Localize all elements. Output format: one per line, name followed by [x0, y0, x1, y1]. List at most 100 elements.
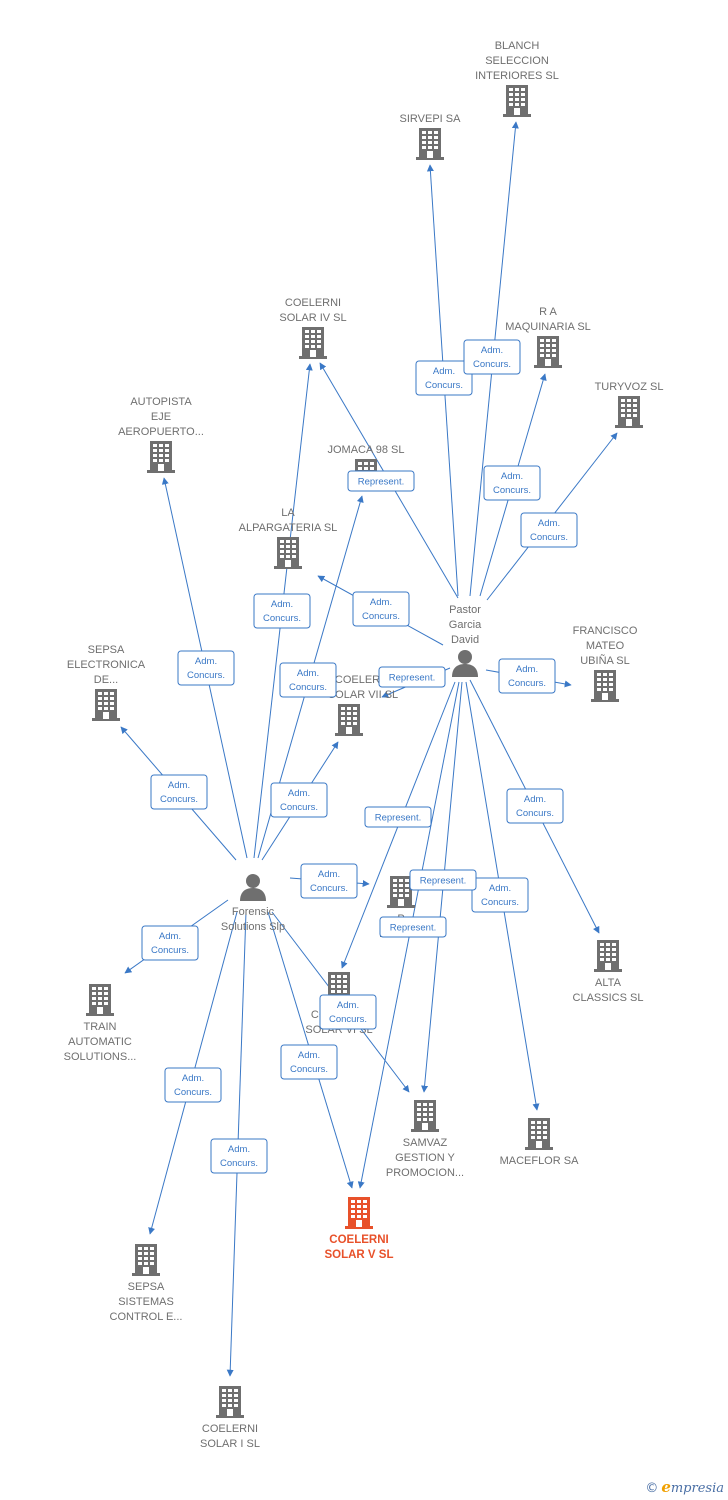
edge-label-text: Adm. — [288, 788, 310, 799]
edge-label-box — [409, 869, 477, 891]
edge-label-pastor-alta[interactable]: Adm.Concurs. — [506, 788, 564, 824]
edge-label-text: Adm. — [489, 883, 511, 894]
edge-label-box — [150, 774, 208, 810]
node-train[interactable]: TRAINAUTOMATICSOLUTIONS... — [64, 984, 137, 1063]
edge-label-pastor-turyvoz[interactable]: Adm.Concurs. — [520, 512, 578, 548]
edge-label-text: Concurs. — [160, 794, 198, 805]
node-autopista[interactable]: AUTOPISTA EJE AEROPUERTO... — [118, 396, 204, 473]
node-label: AUTOMATIC — [68, 1036, 132, 1048]
edge-label-text: Adm. — [228, 1144, 250, 1155]
edge-label-text: Adm. — [501, 471, 523, 482]
edge-label-forensic-samvaz[interactable]: Adm.Concurs. — [319, 994, 377, 1030]
edge-label-text: Concurs. — [425, 380, 463, 391]
edge-label-box — [319, 994, 377, 1030]
node-label: Solutions Slp — [221, 921, 285, 933]
edge-label-text: Concurs. — [516, 808, 554, 819]
edge-label-forensic-p_inde[interactable]: Adm.Concurs. — [300, 863, 358, 899]
edge-label-box — [210, 1138, 268, 1174]
edge-label-text: Concurs. — [220, 1158, 258, 1169]
node-label: AEROPUERTO... — [118, 426, 204, 438]
edge-label-pastor-sirvepi[interactable]: Adm.Concurs. — [415, 360, 473, 396]
node-label: TURYVOZ SL — [595, 381, 664, 393]
edge-label-forensic-coelerni7[interactable]: Adm.Concurs. — [270, 782, 328, 818]
person-icon — [240, 874, 266, 901]
edge-label-text: Concurs. — [530, 532, 568, 543]
node-label: Garcia — [449, 619, 482, 631]
edge-label-box — [300, 863, 358, 899]
edge-label-forensic-autopista[interactable]: Adm. Concurs. — [177, 650, 235, 686]
edge-label-text: Adm. — [195, 656, 217, 667]
edge-label-forensic-train[interactable]: Adm.Concurs. — [141, 925, 199, 961]
edge-label-forensic-sepsa_elec[interactable]: Adm. Concurs. — [150, 774, 208, 810]
edge-label-text: Adm. — [337, 1000, 359, 1011]
edge-label-pastor-blanch[interactable]: Adm.Concurs. — [463, 339, 521, 375]
edge-label-forensic-coelerni1[interactable]: Adm. Concurs. — [210, 1138, 268, 1174]
copyright-symbol: © — [645, 1481, 659, 1496]
node-label: Pastor — [449, 604, 481, 616]
building-icon — [615, 396, 643, 428]
node-label: INTERIORES SL — [475, 70, 559, 82]
edge-label-text: Concurs. — [473, 359, 511, 370]
edge-label-text: Concurs. — [187, 670, 225, 681]
edge-label-pastor-alpargateria[interactable]: Adm.Concurs. — [352, 591, 410, 627]
edge-label-text: Adm. — [516, 664, 538, 675]
node-label: ALTA — [595, 977, 622, 989]
edge-label-forensic-jomaca[interactable]: Adm.Concurs. — [279, 662, 337, 698]
edge-label-pastor-ra[interactable]: Adm.Concurs. — [483, 465, 541, 501]
node-label: EJE — [151, 411, 171, 423]
building-icon — [216, 1386, 244, 1418]
edge-label-pastor-coelerni6[interactable]: Represent. — [364, 806, 432, 828]
edge-label-pastor-coelerni5[interactable]: Represent. — [379, 916, 447, 938]
edge-label-text: Adm. — [168, 780, 190, 791]
node-sirvepi[interactable]: SIRVEPI SA — [400, 113, 462, 160]
edge-label-text: Represent. — [390, 923, 436, 934]
edge-label-text: Concurs. — [174, 1087, 212, 1098]
building-icon — [299, 327, 327, 359]
node-label: COELERNI — [285, 297, 341, 309]
edge-label-forensic-coelerni5[interactable]: Adm.Concurs. — [280, 1044, 338, 1080]
node-label: FRANCISCO — [573, 625, 638, 637]
edge-label-text: Adm. — [318, 869, 340, 880]
edge-label-pastor-coelerni7[interactable]: Represent. — [378, 666, 446, 688]
edge-label-pastor-francisco[interactable]: Adm. Concurs. — [498, 658, 556, 694]
edge-label-text: Represent. — [420, 876, 466, 887]
node-label: AUTOPISTA — [130, 396, 192, 408]
building-icon — [591, 670, 619, 702]
edge-label-forensic-sepsa_sist[interactable]: Adm.Concurs. — [164, 1067, 222, 1103]
node-maceflor[interactable]: MACEFLOR SA — [500, 1118, 580, 1167]
node-label: JOMACA 98 SL — [327, 444, 404, 456]
building-icon — [132, 1244, 160, 1276]
node-turyvoz[interactable]: TURYVOZ SL — [595, 381, 664, 428]
node-label: SELECCION — [485, 55, 549, 67]
node-label: SEPSA — [128, 1281, 165, 1293]
node-label: Forensic — [232, 906, 275, 918]
brand-name: mpresia — [670, 1481, 724, 1496]
edge-label-forensic-coelerni4[interactable]: Adm.Concurs. — [253, 593, 311, 629]
node-jomaca[interactable]: JOMACA 98 SL — [327, 444, 405, 491]
edge-label-text: Adm. — [271, 599, 293, 610]
edge-label-text: Concurs. — [508, 678, 546, 689]
edge-label-box — [471, 877, 529, 913]
node-label: SOLAR VII SL — [328, 689, 398, 701]
edge-label-pastor-samvaz[interactable]: Represent. — [409, 869, 477, 891]
node-label: SIRVEPI SA — [400, 113, 462, 125]
edge-label-pastor-maceflor[interactable]: Adm.Concurs. — [471, 877, 529, 913]
edge-label-text: Concurs. — [151, 945, 189, 956]
node-label: MATEO — [586, 640, 625, 652]
edge-label-pastor-coelerni4[interactable]: Represent. — [347, 470, 415, 492]
node-sepsa_elec[interactable]: SEPSAELECTRONICADE... — [67, 644, 146, 721]
building-icon — [147, 441, 175, 473]
